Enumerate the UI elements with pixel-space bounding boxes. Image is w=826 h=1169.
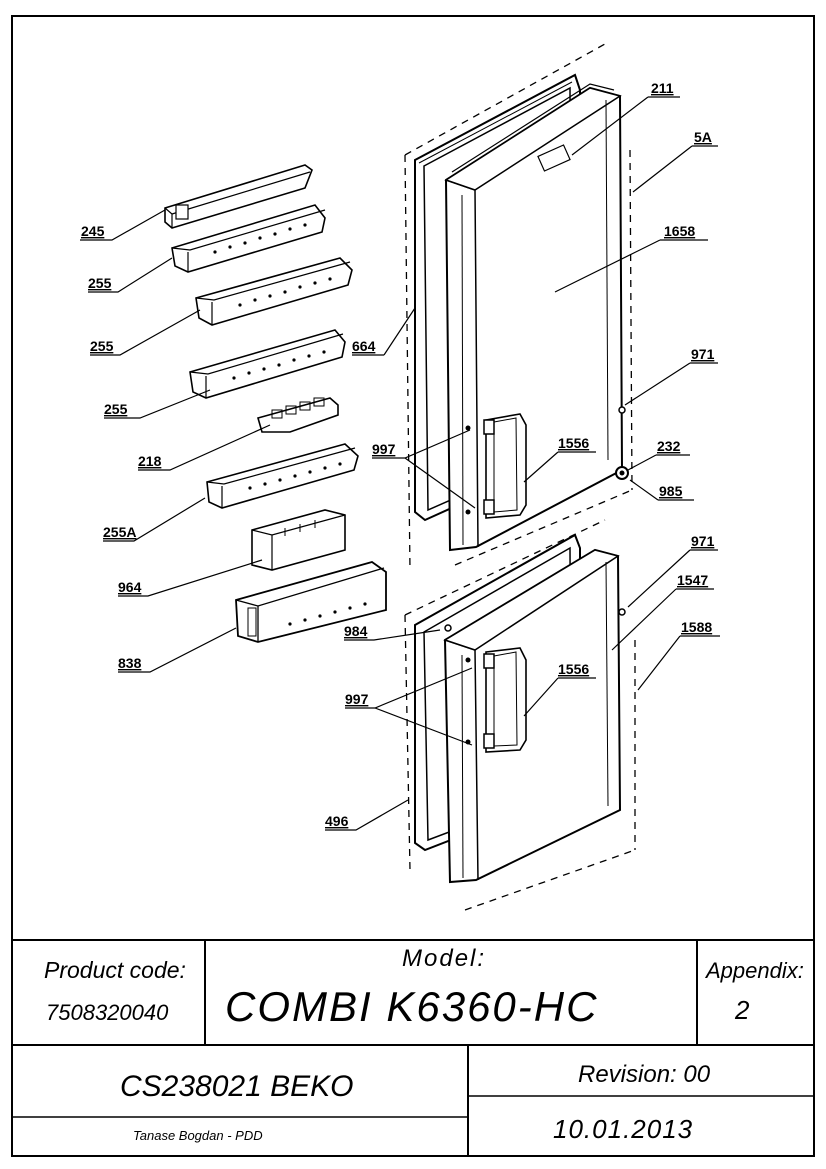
appendix-label: Appendix: — [704, 958, 804, 983]
callout-255-3: 255 — [104, 401, 128, 417]
callout-5A: 5A — [694, 129, 712, 145]
callout-1556-lower: 1556 — [558, 661, 589, 677]
callout-245: 245 — [81, 223, 105, 239]
upper-door-panel — [444, 83, 629, 552]
callout-985: 985 — [659, 483, 683, 499]
date: 10.01.2013 — [553, 1114, 693, 1144]
callout-1547: 1547 — [677, 572, 708, 588]
callout-496: 496 — [325, 813, 349, 829]
drawing-id: CS238021 BEKO — [120, 1070, 353, 1103]
drawing-area: 211 5A 1658 245 255 255 255 664 971 218 … — [80, 43, 720, 911]
title-block: Product code: 7508320040 Model: COMBI K6… — [12, 939, 814, 1156]
dairy-box-964 — [251, 509, 346, 571]
shelf-255A — [206, 443, 359, 509]
shelf-holes — [213, 223, 307, 254]
sheet-border — [11, 15, 815, 1157]
callout-997-lower: 997 — [345, 691, 369, 707]
callout-255-1: 255 — [88, 275, 112, 291]
egg-tray-218 — [257, 397, 339, 433]
shelf-255-2 — [195, 257, 353, 326]
appendix-value: 2 — [734, 995, 750, 1025]
author: Tanase Bogdan - PDD — [133, 1128, 263, 1143]
callout-971-lower: 971 — [691, 533, 715, 549]
bottle-shelf-838 — [235, 561, 387, 643]
callout-964: 964 — [118, 579, 142, 595]
callout-211: 211 — [651, 80, 674, 96]
model-value: COMBI K6360-HC — [225, 983, 598, 1030]
callout-1658: 1658 — [664, 223, 695, 239]
product-code-label: Product code: — [44, 957, 186, 983]
callout-232: 232 — [657, 438, 681, 454]
model-label: Model: — [402, 945, 486, 972]
lower-door-panel — [443, 548, 626, 884]
callout-984: 984 — [344, 623, 368, 639]
callout-255-2: 255 — [90, 338, 114, 354]
leader-lines — [80, 96, 720, 831]
callout-664: 664 — [352, 338, 376, 354]
product-code-value: 7508320040 — [46, 1000, 169, 1025]
revision: Revision: 00 — [578, 1061, 711, 1088]
shelf-255-3 — [189, 329, 346, 399]
callout-838: 838 — [118, 655, 142, 671]
shelf-245 — [164, 164, 313, 229]
callout-971-upper: 971 — [691, 346, 715, 362]
callout-255A: 255A — [103, 524, 136, 540]
callout-1588: 1588 — [681, 619, 712, 635]
callout-218: 218 — [138, 453, 162, 469]
callout-labels: 211 5A 1658 245 255 255 255 664 971 218 … — [81, 80, 715, 829]
callout-1556-upper: 1556 — [558, 435, 589, 451]
callout-997-upper: 997 — [372, 441, 396, 457]
shelf-255-1 — [171, 204, 326, 273]
